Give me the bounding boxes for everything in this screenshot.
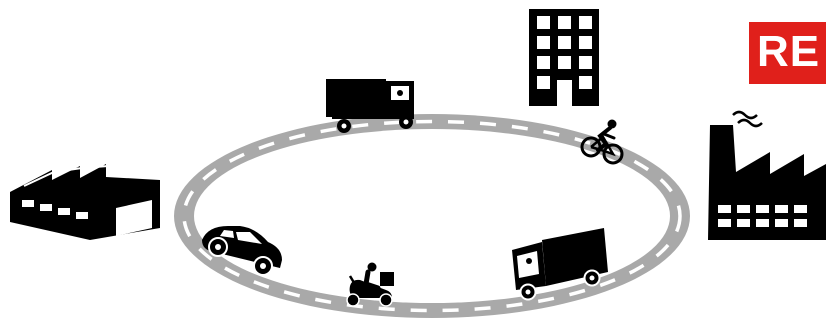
factory-icon bbox=[708, 112, 826, 240]
office-building-icon bbox=[529, 9, 599, 106]
warehouse-icon bbox=[10, 164, 160, 240]
brand-badge-text: RE bbox=[757, 30, 820, 74]
brand-badge: RE bbox=[749, 22, 826, 84]
